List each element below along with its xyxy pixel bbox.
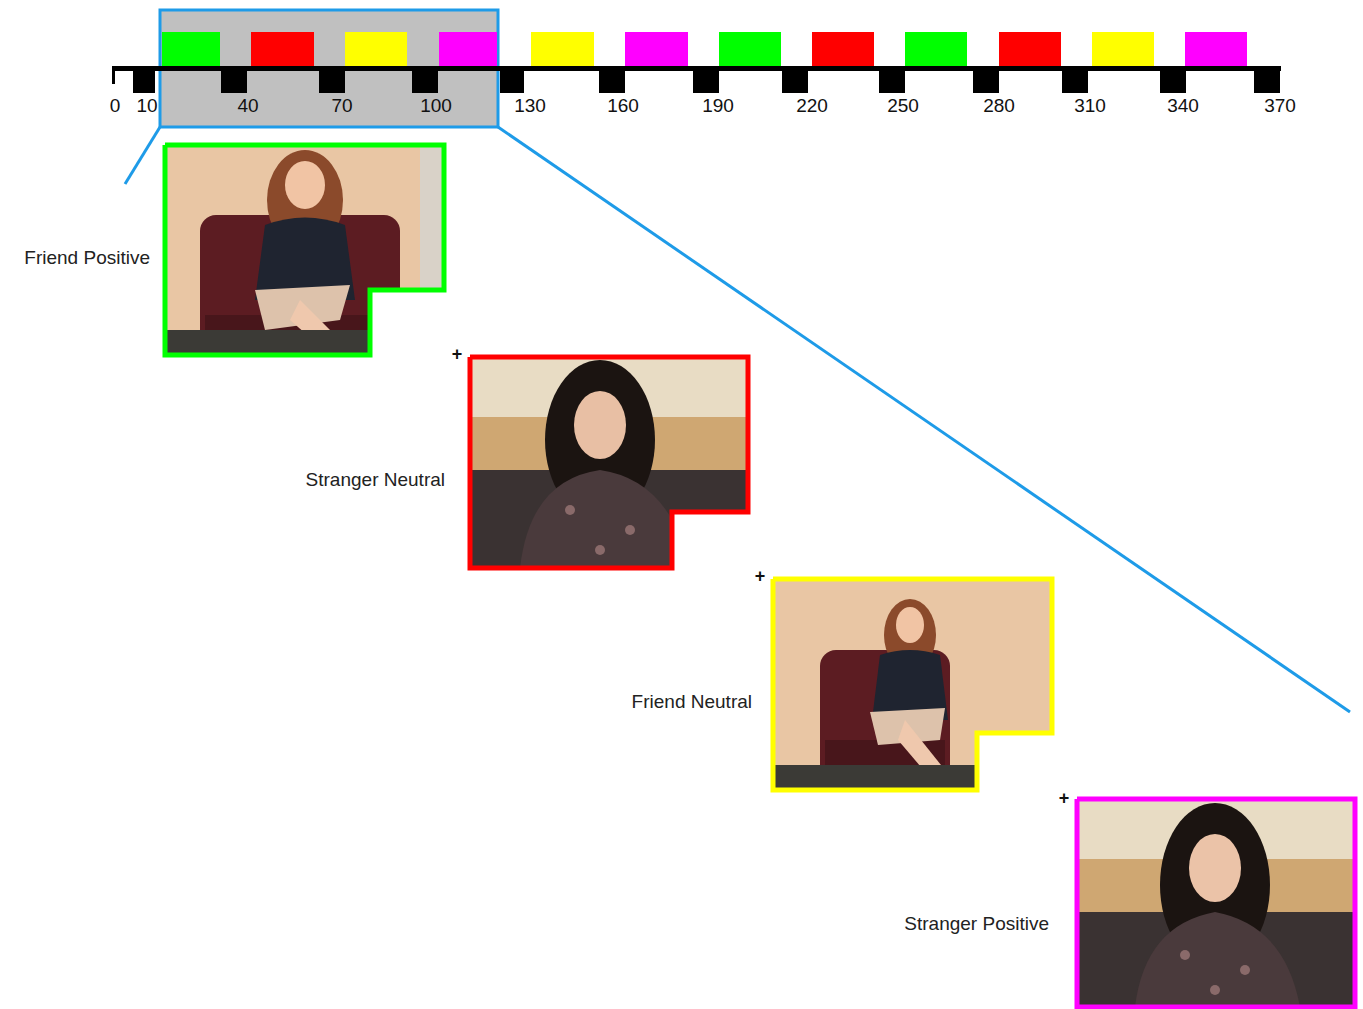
condition-label: Friend Positive bbox=[24, 247, 150, 270]
condition-label: Stranger Neutral bbox=[306, 469, 445, 492]
time-tick-label: 70 bbox=[331, 96, 352, 117]
time-tick-label: 280 bbox=[983, 96, 1015, 117]
video-frame bbox=[1077, 799, 1355, 1007]
frame-border bbox=[165, 145, 444, 355]
time-tick-label: 250 bbox=[887, 96, 919, 117]
frame-border bbox=[773, 579, 1052, 790]
video-frame-box: Friend Positive bbox=[165, 145, 444, 355]
video-frame-box: Friend Neutral bbox=[773, 579, 1052, 790]
time-tick-label: 40 bbox=[237, 96, 258, 117]
stimulus-blocks bbox=[162, 32, 1247, 68]
frame-outline bbox=[165, 145, 444, 355]
video-frame-box: Stranger Positive bbox=[1077, 799, 1355, 1007]
time-tick-label: 220 bbox=[796, 96, 828, 117]
frame-outline bbox=[1077, 799, 1355, 1007]
fixation-cross: + bbox=[452, 345, 463, 363]
time-tick-label: 0 bbox=[110, 96, 121, 117]
time-tick-label: 190 bbox=[702, 96, 734, 117]
zoom-lines bbox=[125, 127, 1350, 712]
frame-border bbox=[1077, 799, 1355, 1007]
condition-label: Friend Neutral bbox=[632, 691, 752, 714]
frame-notch bbox=[370, 290, 1057, 795]
fixation-cross: + bbox=[1059, 789, 1070, 807]
time-tick-label: 130 bbox=[514, 96, 546, 117]
frame-outline bbox=[470, 357, 748, 568]
time-axis bbox=[112, 66, 1281, 93]
frame-border bbox=[470, 357, 748, 568]
time-tick-label: 100 bbox=[420, 96, 452, 117]
time-tick-label: 10 bbox=[136, 96, 157, 117]
condition-label: Stranger Positive bbox=[904, 913, 1049, 936]
time-tick-label: 370 bbox=[1264, 96, 1296, 117]
time-tick-label: 160 bbox=[607, 96, 639, 117]
fixation-cross: + bbox=[755, 567, 766, 585]
frame-outline bbox=[773, 579, 1052, 790]
time-tick-label: 340 bbox=[1167, 96, 1199, 117]
time-tick-label: 310 bbox=[1074, 96, 1106, 117]
video-frame-box: Stranger Neutral bbox=[470, 357, 748, 568]
